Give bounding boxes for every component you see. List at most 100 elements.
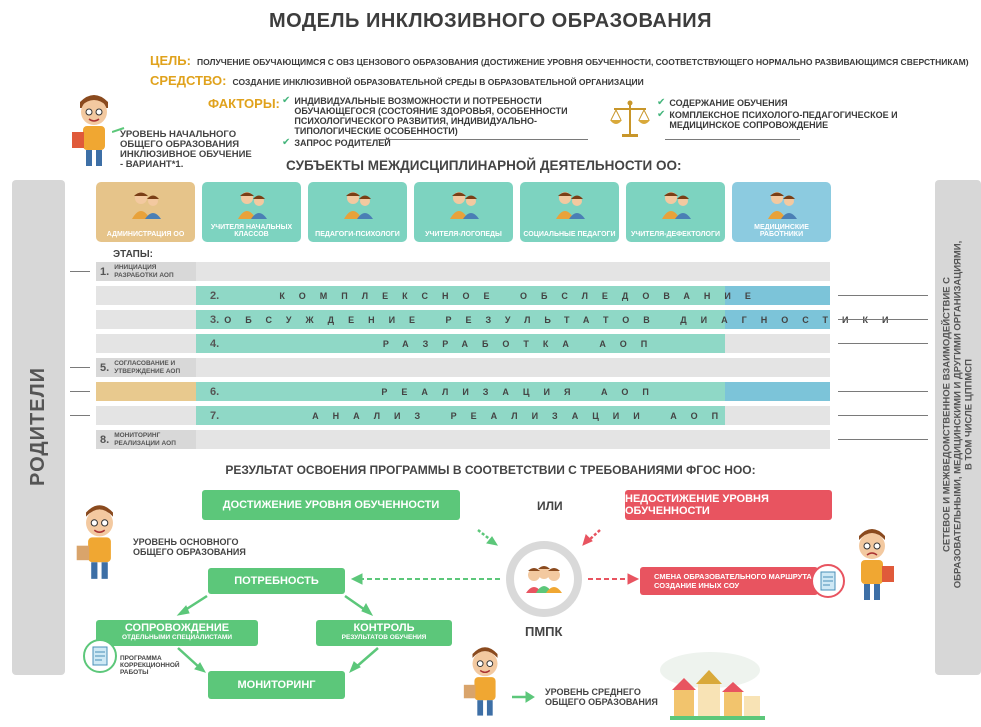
stage-bar [196, 334, 725, 353]
stage-text: ИНИЦИАЦИЯ РАЗРАБОТКИ АОП [114, 263, 174, 279]
stage-label-cell [96, 430, 196, 449]
subject-card: УЧИТЕЛЯ НАЧАЛЬНЫХ КЛАССОВ [202, 182, 301, 242]
people-icon [343, 192, 373, 219]
document-icon [82, 638, 118, 674]
stage-number: 1. [100, 265, 110, 278]
divider [665, 139, 800, 140]
stage-bar-medical [725, 286, 830, 305]
stage-number: 3. [210, 313, 220, 326]
means-text: СОЗДАНИЕ ИНКЛЮЗИВНОЙ ОБРАЗОВАТЕЛЬНОЙ СРЕ… [232, 77, 644, 87]
people-icon [767, 192, 797, 219]
factors-left: ✔ИНДИВИДУАЛЬНЫЕ ВОЗМОЖНОСТИ И ПОТРЕБНОСТ… [282, 96, 592, 149]
student-illustration [846, 522, 898, 604]
stage-text: ОБСУЖДЕНИЕ РЕЗУЛЬТАТОВ ДИАГНОСТИКИ [224, 314, 903, 325]
factors-key: ФАКТОРЫ: [208, 96, 280, 111]
connector-line [70, 415, 90, 416]
means-key: СРЕДСТВО: [150, 73, 227, 88]
people-icon [131, 192, 161, 219]
subject-card-label: УЧИТЕЛЯ НАЧАЛЬНЫХ КЛАССОВ [210, 224, 293, 238]
connector-line [838, 415, 928, 416]
connector-line [838, 319, 928, 320]
student-illustration [72, 498, 127, 583]
subject-card-label: СОЦИАЛЬНЫЕ ПЕДАГОГИ [523, 231, 616, 238]
connector-line [838, 439, 928, 440]
subject-card: УЧИТЕЛЯ-ЛОГОПЕДЫ [414, 182, 513, 242]
network-bar: СЕТЕВОЕ И МЕЖВЕДОМСТВЕННОЕ ВЗАИМОДЕЙСТВИ… [935, 180, 981, 675]
pmpk-inner [514, 549, 574, 609]
connector-line [838, 343, 928, 344]
check-icon: ✔ [282, 137, 291, 148]
connector-line [70, 391, 90, 392]
stage-text: КОМПЛЕКСНОЕ ОБСЛЕДОВАНИЕ [279, 290, 765, 301]
page-title: МОДЕЛЬ ИНКЛЮЗИВНОГО ОБРАЗОВАНИЯ [268, 10, 713, 32]
scales-icon [608, 98, 652, 142]
subject-card: МЕДИЦИНСКИЕ РАБОТНИКИ [732, 182, 831, 242]
student-illustration [460, 640, 510, 720]
subject-card-label: УЧИТЕЛЯ-ДЕФЕКТОЛОГИ [631, 231, 720, 238]
stage-number: 2. [210, 289, 220, 302]
arrow-icon [111, 120, 126, 133]
connector-line [70, 271, 90, 272]
stage-text: АНАЛИЗ РЕАЛИЗАЦИИ АОП [312, 410, 733, 421]
subject-card-label: МЕДИЦИНСКИЕ РАБОТНИКИ [754, 224, 809, 238]
subject-card: СОЦИАЛЬНЫЕ ПЕДАГОГИ [520, 182, 619, 242]
factor-item: ✔КОМПЛЕКСНОЕ ПСИХОЛОГО-ПЕДАГОГИЧЕСКОЕ И … [657, 109, 898, 131]
stage-bar [196, 382, 725, 401]
support-label: СОПРОВОЖДЕНИЕ [124, 622, 230, 634]
check-icon: ✔ [657, 97, 666, 108]
means-row: СРЕДСТВО: СОЗДАНИЕ ИНКЛЮЗИВНОЙ ОБРАЗОВАТ… [150, 73, 644, 88]
subject-cards: АДМИНИСТРАЦИЯ ОО УЧИТЕЛЯ НАЧАЛЬНЫХ КЛАССО… [96, 182, 832, 242]
connector-line [838, 295, 928, 296]
stage-item: 2. КОМПЛЕКСНОЕ ОБСЛЕДОВАНИЕ [210, 286, 820, 305]
people-icon [661, 192, 691, 219]
parents-bar: РОДИТЕЛИ [12, 180, 65, 675]
stage-number: 4. [210, 337, 220, 350]
stage-number: 7. [210, 409, 220, 422]
goal-key: ЦЕЛЬ: [150, 53, 191, 68]
stage-text: РАЗРАБОТКА АОП [382, 338, 662, 349]
stage-item: 5. СОГЛАСОВАНИЕ И УТВЕРЖДЕНИЕ АОП [100, 358, 196, 377]
stage-row [96, 262, 830, 281]
level-primary-label: УРОВЕНЬ НАЧАЛЬНОГО ОБЩЕГО ОБРАЗОВАНИЯ ИН… [120, 129, 252, 170]
check-icon: ✔ [657, 109, 666, 120]
stage-item: 3.ОБСУЖДЕНИЕ РЕЗУЛЬТАТОВ ДИАГНОСТИКИ [210, 310, 888, 329]
factor-item: ✔ЗАПРОС РОДИТЕЛЕЙ [282, 137, 391, 149]
stage-label-cell [96, 262, 196, 281]
subjects-heading: СУБЪЕКТЫ МЕЖДИСЦИПЛИНАРНОЙ ДЕЯТЕЛЬНОСТИ … [286, 158, 682, 173]
level-secondary-label: УРОВЕНЬ СРЕДНЕГО ОБЩЕГО ОБРАЗОВАНИЯ [545, 687, 658, 707]
control-box: КОНТРОЛЬ РЕЗУЛЬТАТОВ ОБУЧЕНИЯ [316, 620, 452, 646]
stage-number: 5. [100, 361, 110, 374]
stage-row [96, 358, 830, 377]
subject-card: АДМИНИСТРАЦИЯ ОО [96, 182, 195, 242]
level-basic-label: УРОВЕНЬ ОСНОВНОГО ОБЩЕГО ОБРАЗОВАНИЯ [133, 537, 246, 557]
or-label: ИЛИ [537, 499, 563, 513]
people-icon [449, 192, 479, 219]
not-achieve-box: НЕДОСТИЖЕНИЕ УРОВНЯ ОБУЧЕННОСТИ [625, 490, 832, 520]
subject-card-label: ПЕДАГОГИ-ПСИХОЛОГИ [315, 231, 400, 238]
stage-text: РЕАЛИЗАЦИЯ АОП [381, 386, 663, 397]
stage-text: СОГЛАСОВАНИЕ И УТВЕРЖДЕНИЕ АОП [114, 359, 181, 375]
stage-number: 8. [100, 433, 110, 446]
stage-item: 1. ИНИЦИАЦИЯ РАЗРАБОТКИ АОП [100, 262, 196, 281]
pmpk-label: ПМПК [525, 624, 563, 639]
people-icon [555, 192, 585, 219]
stage-item: 4. РАЗРАБОТКА АОП [210, 334, 820, 353]
need-box: ПОТРЕБНОСТЬ [208, 568, 345, 594]
people-icon [237, 192, 267, 219]
stage-bar [196, 406, 725, 425]
stage-item: 7. АНАЛИЗ РЕАЛИЗАЦИИ АОП [210, 406, 820, 425]
divider [378, 139, 588, 140]
result-heading: РЕЗУЛЬТАТ ОСВОЕНИЯ ПРОГРАММЫ В СООТВЕТСТ… [225, 463, 756, 477]
goal-row: ЦЕЛЬ: ПОЛУЧЕНИЕ ОБУЧАЮЩИМСЯ С ОВЗ ЦЕНЗОВ… [150, 53, 969, 68]
stages-label: ЭТАПЫ: [113, 249, 153, 260]
stage-item: 6. РЕАЛИЗАЦИЯ АОП [210, 382, 820, 401]
subject-card: УЧИТЕЛЯ-ДЕФЕКТОЛОГИ [626, 182, 725, 242]
stage-label-cell [96, 358, 196, 377]
control-sub-label: РЕЗУЛЬТАТОВ ОБУЧЕНИЯ [341, 634, 427, 641]
support-sub-label: ОТДЕЛЬНЫМИ СПЕЦИАЛИСТАМИ [121, 634, 232, 641]
pmpk-circle [506, 541, 582, 617]
stage-bar-medical [725, 310, 830, 329]
stage-number: 6. [210, 385, 220, 398]
city-illustration [640, 640, 770, 722]
